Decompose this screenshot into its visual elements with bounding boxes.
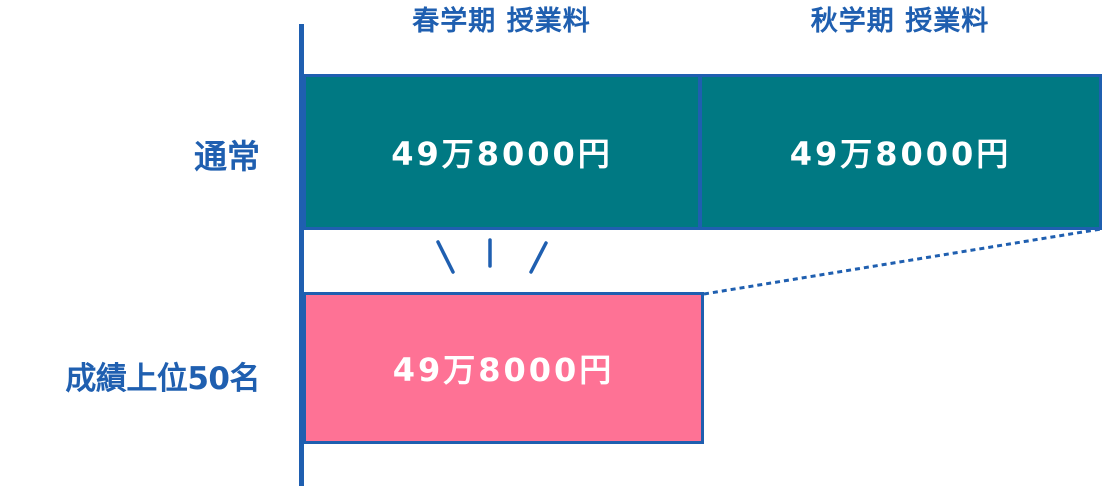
row-label-top-50: 成績上位50名 [65, 361, 260, 397]
cell-spring-top50: 49万8000円 [303, 292, 704, 444]
vertical-axis-line [299, 24, 304, 486]
cell-spring-top50-amount: 49万8000円 [392, 351, 615, 389]
cell-autumn-normal-amount: 49万8000円 [789, 135, 1012, 173]
cell-autumn-normal: 49万8000円 [699, 74, 1102, 230]
dotted-connector-line [703, 227, 1102, 296]
emphasis-mark-right [529, 241, 548, 274]
column-header-spring-tuition: 春学期 授業料 [412, 6, 591, 37]
row-label-normal: 通常 [194, 137, 260, 176]
emphasis-mark-left [436, 240, 455, 274]
column-header-autumn-tuition: 秋学期 授業料 [810, 6, 990, 37]
cell-spring-normal: 49万8000円 [303, 74, 701, 230]
cell-spring-normal-amount: 49万8000円 [391, 135, 613, 173]
